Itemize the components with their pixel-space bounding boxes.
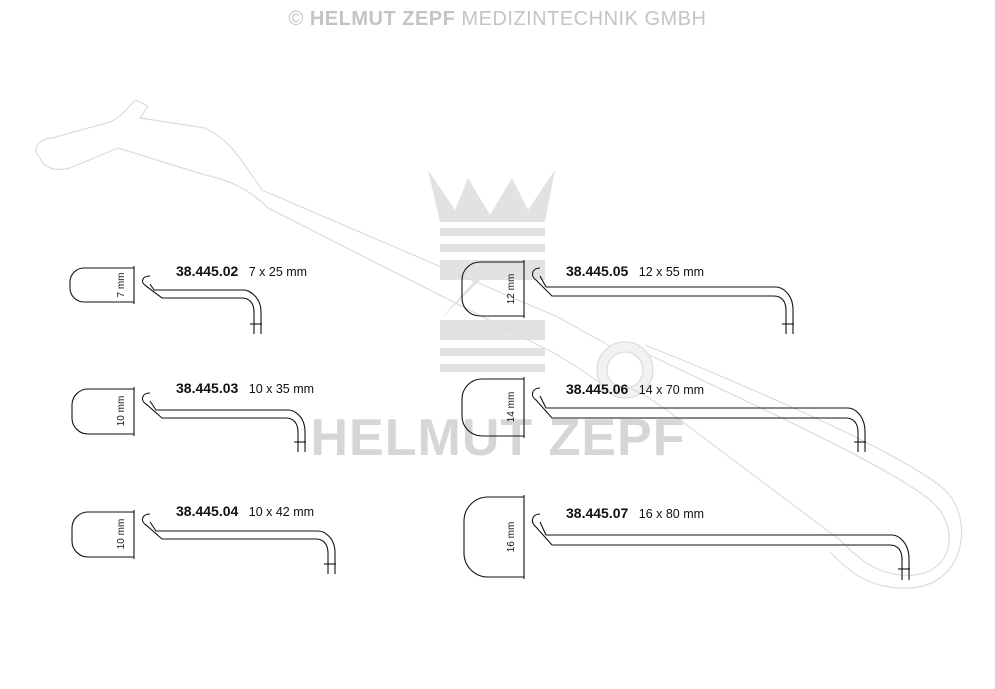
- blade-profile-line: [531, 387, 859, 452]
- variant-label: 38.445.07 16 x 80 mm: [566, 505, 704, 522]
- variant-38-445-04: 10 mm 38.445.04 10 x 42 mm: [71, 503, 336, 574]
- copyright-symbol: ©: [288, 8, 304, 30]
- variant-label: 38.445.06 14 x 70 mm: [566, 381, 704, 398]
- blade-size: 14 x 70 mm: [639, 383, 704, 397]
- blade-profile-line: [141, 275, 255, 334]
- variant-38-445-03: 10 mm 38.445.03 10 x 35 mm: [71, 380, 314, 452]
- tip-depth-label: 7 mm: [116, 273, 127, 298]
- variant-label: 38.445.04 10 x 42 mm: [176, 503, 314, 520]
- article-number: 38.445.02: [176, 263, 238, 279]
- article-number: 38.445.04: [176, 503, 238, 519]
- copyright-brand: HELMUT ZEPF: [309, 8, 456, 30]
- tip-profile-shape: [69, 267, 134, 303]
- tip-depth-label: 14 mm: [506, 392, 517, 423]
- copyright-company: MEDIZINTECHNIK GMBH: [461, 8, 707, 30]
- blade-size: 12 x 55 mm: [639, 265, 704, 279]
- article-number: 38.445.06: [566, 381, 628, 397]
- blade-profile-line: [531, 267, 787, 334]
- variant-38-445-02: 7 mm 38.445.02 7 x 25 mm: [69, 263, 307, 334]
- variant-label: 38.445.05 12 x 55 mm: [566, 263, 704, 280]
- variant-38-445-05: 12 mm 38.445.05 12 x 55 mm: [461, 260, 794, 334]
- article-number: 38.445.03: [176, 380, 238, 396]
- tip-depth-label: 10 mm: [116, 519, 127, 550]
- blade-profile-line: [141, 392, 299, 452]
- blade-profile-line: [141, 513, 329, 574]
- tip-depth-label: 12 mm: [506, 274, 517, 305]
- copyright-notice: © HELMUT ZEPF MEDIZINTECHNIK GMBH: [0, 8, 995, 31]
- retractor-instrument: [35, 99, 963, 589]
- blade-size: 7 x 25 mm: [249, 265, 307, 279]
- tip-depth-label: 10 mm: [116, 396, 127, 427]
- blade-profile-line: [531, 513, 903, 580]
- article-number: 38.445.07: [566, 505, 628, 521]
- variant-38-445-06: 14 mm 38.445.06 14 x 70 mm: [461, 377, 866, 452]
- variant-38-445-07: 16 mm 38.445.07 16 x 80 mm: [463, 495, 910, 580]
- blade-size: 16 x 80 mm: [639, 507, 704, 521]
- tip-depth-label: 16 mm: [506, 522, 517, 553]
- crown-logo: [428, 170, 555, 372]
- blade-size: 10 x 35 mm: [249, 382, 314, 396]
- variant-label: 38.445.03 10 x 35 mm: [176, 380, 314, 397]
- article-number: 38.445.05: [566, 263, 628, 279]
- variant-label: 38.445.02 7 x 25 mm: [176, 263, 307, 280]
- blade-size: 10 x 42 mm: [249, 505, 314, 519]
- watermark-text: HELMUT ZEPF: [311, 409, 686, 467]
